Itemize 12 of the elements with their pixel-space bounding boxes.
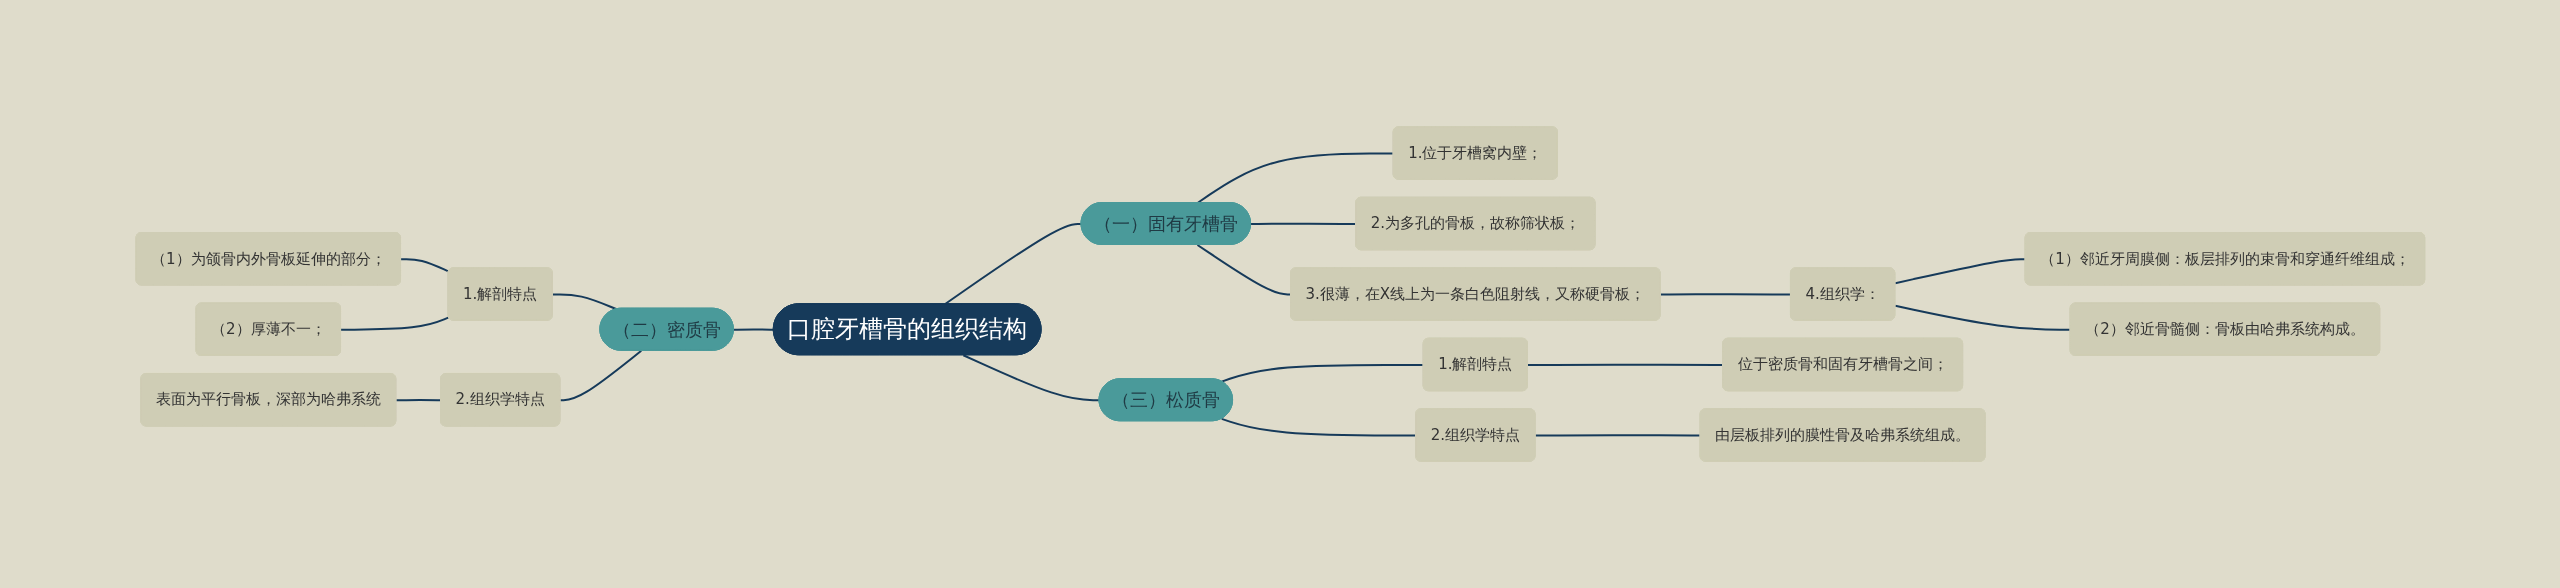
connector [551,293,618,311]
connector [732,328,775,331]
connector [394,398,442,402]
connector [1220,417,1417,437]
connector [1659,293,1792,296]
connector [1526,363,1724,366]
connector [399,258,450,273]
connector [1249,222,1357,225]
connector [1196,244,1292,296]
connector [559,349,642,402]
connector [339,316,450,331]
connector [962,354,1101,402]
